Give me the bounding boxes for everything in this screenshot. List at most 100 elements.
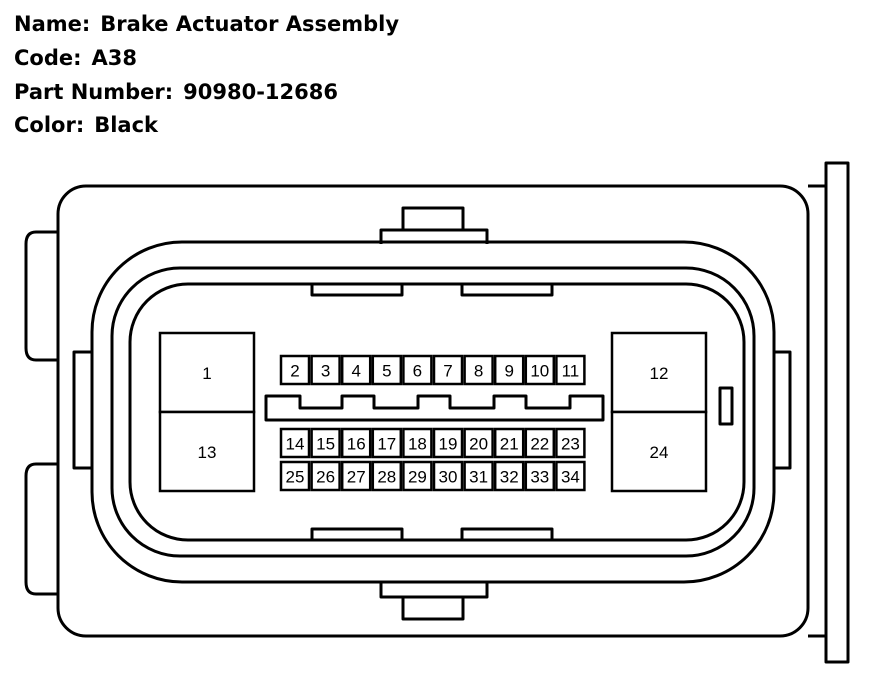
pin-17: 17: [371, 427, 403, 459]
pin-label: 25: [286, 468, 305, 487]
pin-16: 16: [340, 427, 372, 459]
pin-cavity: [371, 427, 403, 459]
pin-14: 14: [279, 427, 311, 459]
pin-cavity: [463, 354, 494, 386]
connector-shroud-inner: [128, 282, 746, 542]
pin-label: 29: [408, 468, 427, 487]
pin-label: 15: [316, 435, 335, 454]
pin-9: 9: [493, 354, 525, 386]
pin-18: 18: [402, 427, 433, 459]
pin-3: 3: [310, 354, 341, 386]
connector-shroud-outer: [90, 240, 776, 584]
pin-label: 30: [439, 468, 458, 487]
pin-cavity: [158, 410, 256, 493]
part-number-label: Part Number:: [14, 80, 174, 104]
pin-11: 11: [555, 354, 586, 386]
pin-cavity: [493, 460, 525, 492]
pin-cavity: [463, 427, 494, 459]
pin-label: 26: [316, 468, 335, 487]
pin-label: 34: [561, 468, 580, 487]
pin-33: 33: [524, 460, 556, 492]
pin-label: 10: [530, 362, 549, 381]
pin-cavity: [310, 427, 341, 459]
pin-label: 13: [198, 443, 217, 462]
pin-label: 8: [474, 362, 483, 381]
pin-15: 15: [310, 427, 341, 459]
code-value: A38: [91, 46, 137, 70]
pin-27: 27: [340, 460, 372, 492]
connector-outer-housing: [56, 184, 810, 638]
pin-25: 25: [279, 460, 311, 492]
pin-cavity: [340, 354, 372, 386]
left-clip-lower: [24, 462, 58, 596]
code-line: Code: A38: [14, 46, 137, 70]
pin-13: 13: [158, 410, 256, 493]
pin-34: 34: [555, 460, 586, 492]
pin-label: 14: [286, 435, 305, 454]
pin-32: 32: [493, 460, 525, 492]
pin-4: 4: [340, 354, 372, 386]
pin-cavity: [432, 354, 464, 386]
pin-label: 32: [500, 468, 519, 487]
pin-20: 20: [463, 427, 494, 459]
pin-23: 23: [555, 427, 586, 459]
pin-label: 18: [408, 435, 427, 454]
pin-label: 23: [561, 435, 580, 454]
pin-8: 8: [463, 354, 494, 386]
pin-cavity: [279, 354, 311, 386]
pin-label: 9: [504, 362, 513, 381]
pin-label: 24: [650, 443, 669, 462]
code-label: Code:: [14, 46, 82, 70]
pin-cavity: [402, 354, 433, 386]
pin-cavity: [310, 354, 341, 386]
pin-cavity: [555, 427, 586, 459]
pin-cavity: [279, 460, 311, 492]
pin-label: 33: [530, 468, 549, 487]
pin-cavity: [310, 460, 341, 492]
pin-31: 31: [463, 460, 494, 492]
pin-label: 1: [202, 364, 211, 383]
pin-label: 12: [650, 364, 669, 383]
pin-cavity: [555, 354, 586, 386]
pin-label: 6: [413, 362, 422, 381]
pin-label: 11: [562, 362, 580, 381]
pin-label: 27: [347, 468, 366, 487]
pin-label: 19: [439, 435, 458, 454]
pin-cavity: [524, 460, 556, 492]
pin-cavity: [493, 354, 525, 386]
pin-28: 28: [371, 460, 403, 492]
pin-label: 31: [469, 468, 488, 487]
pin-label: 3: [321, 362, 330, 381]
pin-6: 6: [402, 354, 433, 386]
bottom-key: [401, 595, 465, 621]
pin-1: 1: [158, 331, 256, 414]
pin-7: 7: [432, 354, 464, 386]
right-latch: [808, 161, 850, 664]
left-clip-upper: [24, 230, 58, 362]
pin-cavity: [524, 354, 556, 386]
pin-12: 12: [610, 331, 708, 414]
pin-cavity: [158, 331, 256, 414]
pin-21: 21: [493, 427, 525, 459]
pin-2: 2: [279, 354, 311, 386]
pin-label: 17: [377, 435, 396, 454]
pin-cavity: [432, 460, 464, 492]
part-number-line: Part Number:90980-12686: [14, 80, 338, 104]
pin-5: 5: [371, 354, 403, 386]
pin-cavity: [493, 427, 525, 459]
pin-label: 5: [382, 362, 391, 381]
pin-label: 21: [500, 435, 519, 454]
pin-30: 30: [432, 460, 464, 492]
pin-label: 7: [443, 362, 452, 381]
color-label: Color:: [14, 113, 85, 137]
pin-cavity: [371, 460, 403, 492]
pin-cavity: [402, 460, 433, 492]
pin-29: 29: [402, 460, 433, 492]
key-bar: [264, 394, 605, 422]
pin-cavity: [463, 460, 494, 492]
pin-cavity: [340, 427, 372, 459]
pin-26: 26: [310, 460, 341, 492]
name-label: Name:: [14, 12, 91, 36]
